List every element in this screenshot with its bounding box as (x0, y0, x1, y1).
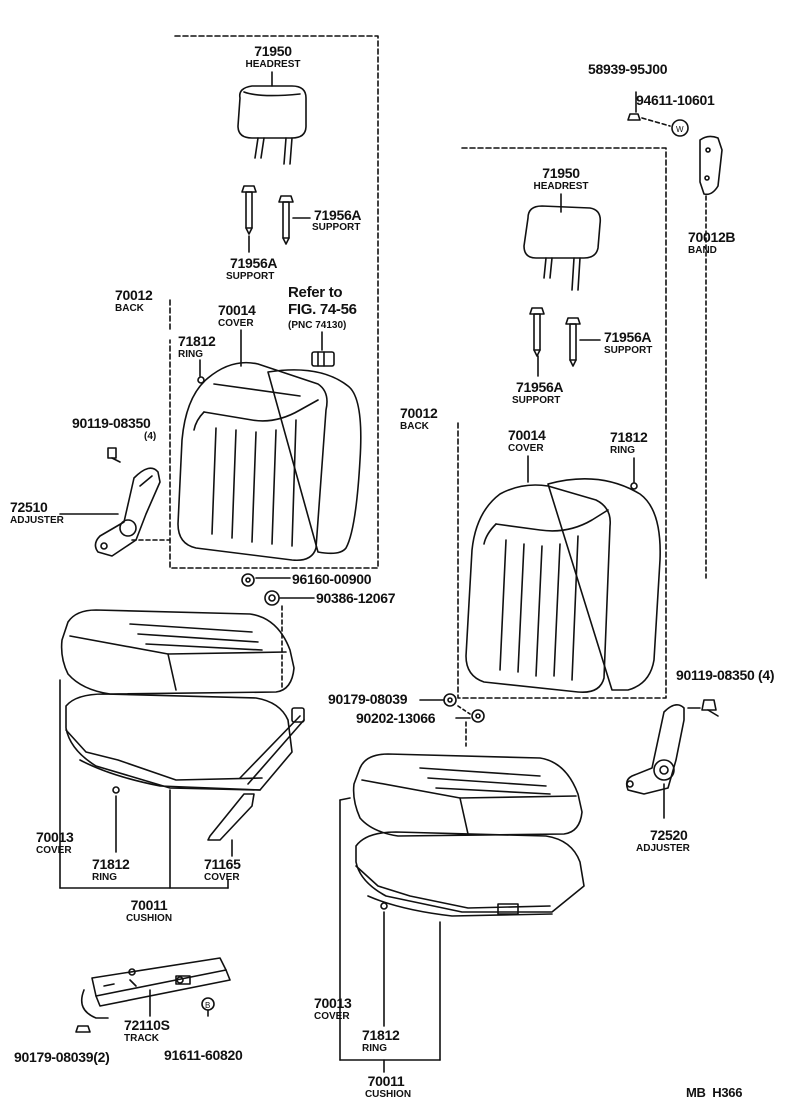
left-cushion-cover-pn: 70013 (36, 829, 74, 845)
left-adjuster-drawing (59, 447, 171, 557)
right-band-pn: 70012B (688, 229, 736, 245)
right-back-dashed-frame (457, 147, 667, 699)
right-washer-mid-pn: 90202-13066 (356, 710, 436, 726)
left-support-right-pn: 71956A (314, 207, 362, 223)
left-track-drawing: B (80, 957, 231, 1019)
svg-text:B: B (205, 1001, 210, 1010)
left-back-cover-pn: 70014 (218, 302, 256, 318)
left-supports-drawing (241, 185, 311, 253)
left-side-cover-name: COVER (204, 872, 240, 883)
left-back-pn: 70012 (115, 287, 153, 303)
right-support-right-name: SUPPORT (604, 345, 653, 356)
left-washer-a-pn: 96160-00900 (292, 571, 372, 587)
right-headrest-pn: 71950 (542, 165, 580, 181)
left-ring-upper-name: RING (178, 349, 203, 360)
right-headrest-drawing (523, 193, 602, 291)
right-ring-upper-pn: 71812 (610, 429, 648, 445)
right-cushion-cover-pn: 70013 (314, 995, 352, 1011)
right-washer-top-pn: 94611-10601 (636, 92, 715, 108)
right-cushion-top-drawing (352, 753, 583, 837)
left-refer-line1: Refer to (288, 284, 343, 301)
left-back-cover-name: COVER (218, 318, 254, 329)
left-cushion-cover-name: COVER (36, 845, 72, 856)
left-track-pn: 72110S (124, 1017, 170, 1033)
left-support-right-name: SUPPORT (312, 222, 361, 233)
left-refer-line2: FIG. 74-56 (288, 301, 357, 318)
left-track-name: TRACK (124, 1033, 159, 1044)
right-support-left-name: SUPPORT (512, 395, 561, 406)
right-band-name: BAND (688, 245, 717, 256)
left-ring-lower-pn: 71812 (92, 856, 130, 872)
left-adjuster-pn: 72510 (10, 499, 48, 515)
right-ring-upper-name: RING (610, 445, 635, 456)
right-cushion-cover-name: COVER (314, 1011, 350, 1022)
left-bolt-adjuster-pn: 90119-08350 (72, 415, 151, 431)
left-side-cover-pn: 71165 (204, 856, 241, 872)
right-support-right-pn: 71956A (604, 329, 652, 345)
right-back-cover-name: COVER (508, 443, 544, 454)
left-support-left-pn: 71956A (230, 255, 278, 271)
right-ring-lower-name: RING (362, 1043, 387, 1054)
left-cushion-pad-drawing (65, 693, 305, 791)
left-cushion-name: CUSHION (125, 913, 173, 924)
left-cushion-pn: 70011 (130, 897, 168, 913)
svg-text:W: W (676, 125, 684, 134)
left-cushion-top-drawing (60, 609, 295, 695)
left-bolt-adjuster-qty: (4) (144, 431, 157, 442)
left-back-dashed-frame (169, 35, 379, 569)
right-bolt-adjuster-pn: 90119-08350 (4) (676, 667, 775, 683)
left-headrest-name: HEADREST (245, 59, 301, 70)
right-back-pn: 70012 (400, 405, 438, 421)
left-bolt-track2-pn: 91611-60820 (164, 1047, 243, 1063)
right-band-drawing: W (627, 91, 723, 581)
left-headrest-drawing (237, 71, 307, 165)
left-ring-lower-name: RING (92, 872, 117, 883)
right-cushion-pad-drawing (355, 831, 585, 917)
right-cushion-name: CUSHION (364, 1089, 412, 1100)
right-adjuster-name: ADJUSTER (636, 843, 690, 854)
left-headrest-pn: 71950 (254, 43, 292, 59)
right-adjuster-pn: 72520 (650, 827, 688, 843)
right-back-cover-pn: 70014 (508, 427, 546, 443)
right-seat-back-drawing (465, 478, 661, 694)
left-bolt-track-pn: 90179-08039(2) (14, 1049, 110, 1065)
left-ring-upper-pn: 71812 (178, 333, 216, 349)
left-adjuster-name: ADJUSTER (10, 515, 64, 526)
right-support-left-pn: 71956A (516, 379, 564, 395)
right-supports-drawing (529, 307, 601, 377)
right-adjuster-drawing (625, 699, 719, 819)
left-washer-b-pn: 90386-12067 (316, 590, 396, 606)
right-cushion-pn: 70011 (367, 1073, 405, 1089)
left-seat-back-drawing (177, 361, 362, 562)
right-ring-lower-pn: 71812 (362, 1027, 400, 1043)
left-support-left-name: SUPPORT (226, 271, 275, 282)
left-back-name: BACK (115, 303, 144, 314)
diagram-code: MB H366 (686, 1085, 743, 1100)
right-bolt-mid-pn: 90179-08039 (328, 691, 408, 707)
right-headrest-name: HEADREST (533, 181, 589, 192)
left-refer-line3: (PNC 74130) (288, 320, 347, 331)
right-back-name: BACK (400, 421, 429, 432)
right-bolt-top-pn: 58939-95J00 (588, 61, 668, 77)
